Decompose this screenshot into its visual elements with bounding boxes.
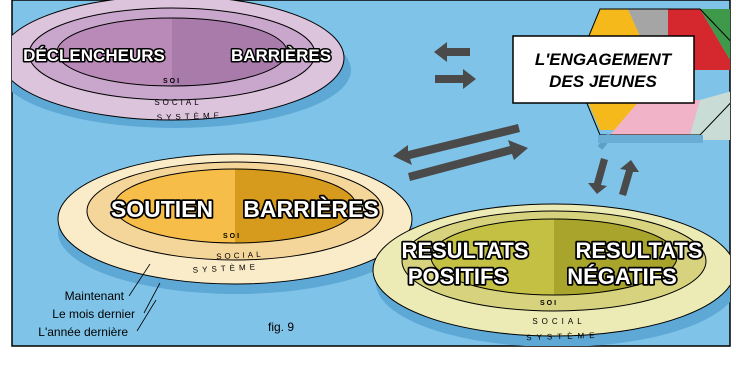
- legend-last-year-label: L'année dernière: [38, 325, 128, 339]
- legend-last-month-label: Le mois dernier: [52, 307, 135, 321]
- top-disk-ring-soi: SOI: [163, 78, 181, 85]
- left-disk-ring-social-label: SOCIAL: [216, 250, 264, 261]
- top-disk: DÉCLENCHEURS BARRIÈRES SOI SOCIAL SYSTÈM…: [12, 0, 351, 128]
- top-disk-ring-social-label: SOCIAL: [154, 98, 201, 107]
- exchange-arrows-diagonal: [393, 124, 528, 181]
- top-disk-right-label: BARRIÈRES: [231, 46, 331, 65]
- right-disk-ring-soi: SOI: [540, 300, 558, 307]
- left-disk-right-label: BARRIÈRES: [243, 195, 378, 222]
- hex-segment-pink: [610, 100, 700, 135]
- arrow-up-icon: [619, 160, 639, 196]
- arrow-left-icon: [434, 42, 470, 62]
- left-disk-left-label: SOUTIEN: [111, 196, 213, 222]
- right-disk-right-label-line1: RESULTATS: [575, 238, 702, 263]
- right-disk-right-label-line2: NÉGATIFS: [567, 264, 677, 289]
- exchange-arrows-top: [434, 42, 476, 89]
- arrow-right-icon: [435, 69, 476, 89]
- legend-now-label: Maintenant: [65, 289, 125, 303]
- engagement-line2: DES JEUNES: [549, 72, 657, 91]
- arrow-diag-left-icon: [393, 124, 520, 165]
- arrow-down-icon: [588, 158, 608, 194]
- engagement-box: L'ENGAGEMENT DES JEUNES: [512, 35, 695, 104]
- left-disk: SOUTIEN BARRIÈRES SOI SOCIAL SYSTÈME: [57, 153, 414, 294]
- time-legend-leaders: [128, 263, 161, 332]
- exchange-arrows-vertical: [588, 158, 639, 196]
- top-disk-left-label: DÉCLENCHEURS: [23, 46, 165, 65]
- right-disk-left-label-line1: RESULTATS: [401, 238, 528, 263]
- right-disk: RESULTATS POSITIFS RESULTATS NÉGATIFS SO…: [372, 203, 730, 346]
- figure-caption: fig. 9: [268, 320, 294, 334]
- top-disk-ring-systeme-label: SYSTÈME: [157, 111, 224, 122]
- right-disk-left-label-line2: POSITIFS: [408, 264, 508, 289]
- left-disk-ring-systeme-label: SYSTÈME: [193, 262, 260, 274]
- engagement-line1: L'ENGAGEMENT: [535, 50, 673, 69]
- left-disk-ring-soi: SOI: [223, 233, 241, 240]
- right-disk-ring-systeme-label: SYSTÈME: [526, 331, 600, 343]
- hex-segment-green: [700, 9, 730, 60]
- arrow-diag-right-icon: [408, 140, 528, 181]
- right-disk-ring-social-label: SOCIAL: [532, 317, 585, 326]
- hex-segment-teal: [690, 91, 730, 140]
